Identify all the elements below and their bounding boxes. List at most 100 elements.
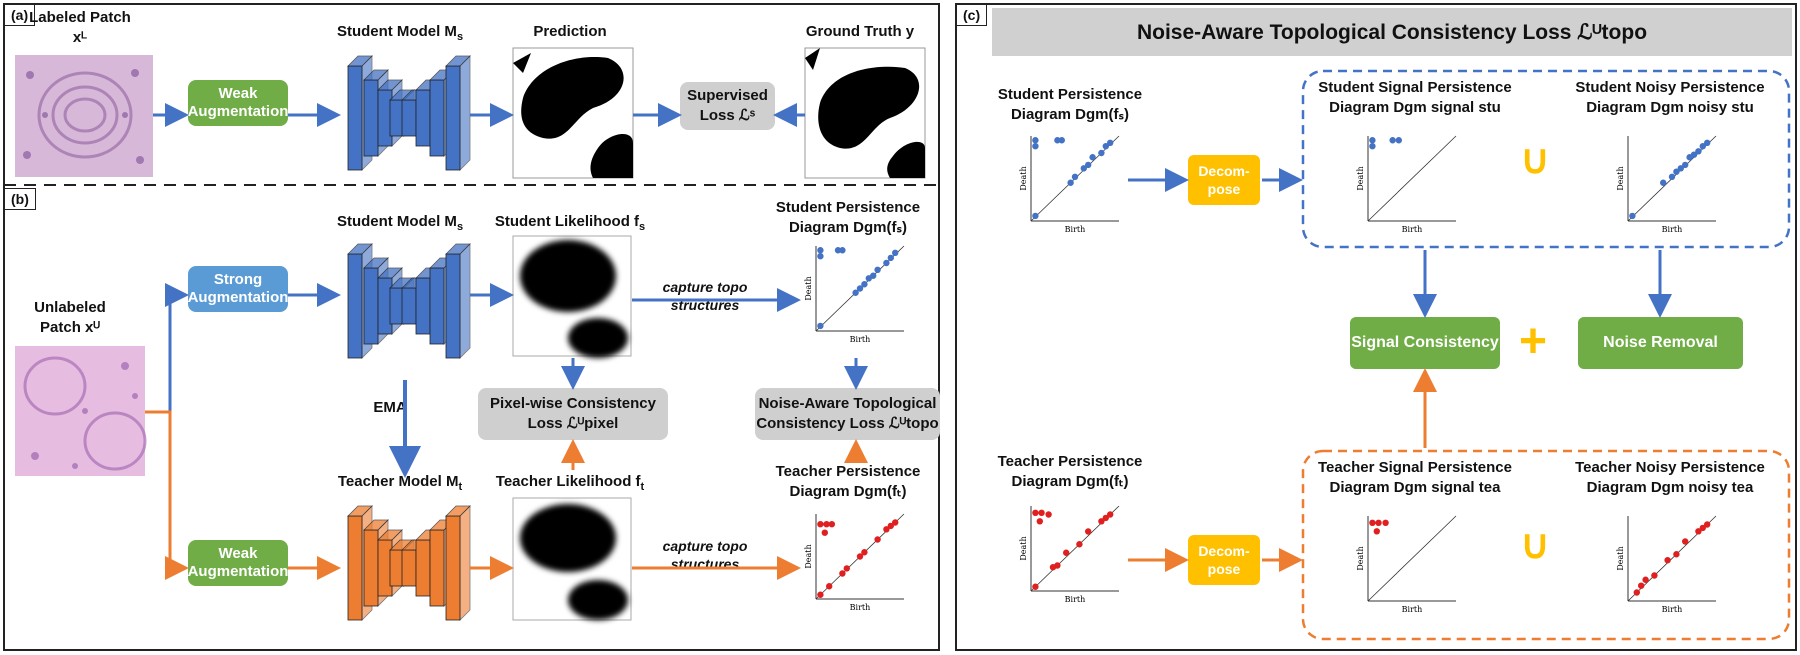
pd-point — [1677, 165, 1684, 172]
unlabeled-patch-image — [15, 346, 147, 476]
pd-point — [1638, 582, 1645, 589]
x-axis-label: Birth — [1662, 225, 1683, 234]
pd-point — [883, 526, 890, 533]
decompose-button-bottom[interactable]: Decom- pose — [1188, 535, 1260, 585]
pd-point — [1102, 514, 1109, 522]
x-axis-label: Birth — [850, 603, 871, 612]
pd-point — [817, 591, 824, 598]
noise-removal-box: Noise Removal — [1578, 317, 1743, 369]
pd-point — [1032, 509, 1039, 516]
ground-truth-mask — [804, 47, 926, 179]
pd-point — [1063, 549, 1070, 556]
pd-point — [1032, 137, 1039, 144]
pd-point — [1395, 137, 1402, 144]
pd-point — [1085, 528, 1092, 535]
y-axis-label: Death — [1356, 166, 1365, 190]
pd-point — [1038, 509, 1045, 516]
student-pd-plot-b: Birth Death — [804, 245, 905, 344]
decompose-button-top[interactable]: Decom- pose — [1188, 155, 1260, 205]
y-axis-label: Death — [1616, 546, 1625, 570]
pd-point — [1690, 151, 1698, 158]
student-network-a — [347, 55, 471, 171]
x-axis-label: Birth — [1662, 605, 1683, 614]
pd-point — [1036, 518, 1043, 525]
pd-point — [1107, 139, 1114, 146]
pd-point — [839, 247, 846, 254]
pd-point — [1389, 137, 1396, 144]
pd-point — [1045, 511, 1052, 518]
pd-point — [861, 549, 868, 556]
pd-point — [1382, 519, 1389, 526]
pd-point — [883, 259, 890, 267]
pd-point — [823, 521, 830, 528]
strong-augmentation-button[interactable]: Strong Augmentation — [188, 266, 288, 312]
ema-label: EMA — [373, 399, 407, 416]
pd-point — [1032, 143, 1039, 150]
y-axis-label: Death — [1019, 536, 1028, 560]
teacher-likelihood-map — [512, 497, 632, 621]
pd-point — [821, 529, 828, 536]
student-network-b — [347, 243, 471, 359]
pd-point — [817, 247, 824, 254]
arrow-b-split-orange — [145, 410, 189, 580]
pd-point — [870, 272, 877, 279]
pd-point — [856, 285, 864, 292]
plus-icon: + — [1518, 315, 1548, 368]
panel-a-tag: (a) — [5, 5, 36, 26]
weak-augmentation-button-b[interactable]: Weak Augmentation — [188, 540, 288, 586]
pd-point — [892, 519, 899, 526]
pd-point — [1629, 212, 1636, 220]
prediction-label: Prediction — [533, 23, 607, 40]
pd-point — [1369, 143, 1376, 150]
pd-point — [1098, 518, 1105, 525]
pd-point — [839, 570, 846, 577]
pd-point — [1076, 541, 1083, 548]
panel-divider — [4, 184, 939, 186]
pd-point — [1682, 161, 1689, 169]
y-axis-label: Death — [804, 276, 813, 300]
network-layer — [445, 505, 471, 621]
pd-point — [1058, 137, 1065, 144]
pd-point — [817, 521, 824, 528]
student-likelihood-map — [512, 235, 632, 358]
pd-point — [1107, 511, 1114, 518]
pd-point — [1633, 589, 1640, 596]
pd-point — [1089, 154, 1096, 161]
panel-c-title: Noise-Aware Topological Consistency Loss… — [992, 8, 1792, 56]
teacher-dashed-box — [1301, 449, 1791, 641]
x-axis-label: Birth — [850, 335, 871, 344]
pd-point — [1699, 524, 1706, 532]
pd-point — [1673, 168, 1680, 175]
pd-point — [1668, 173, 1676, 180]
weak-augmentation-button-a[interactable]: Weak Augmentation — [188, 80, 288, 126]
pd-point — [1102, 143, 1109, 150]
pd-point — [1032, 583, 1039, 590]
pd-point — [1054, 562, 1061, 569]
pd-point — [1682, 538, 1689, 545]
pd-point — [874, 266, 881, 273]
labeled-patch-image — [15, 55, 153, 177]
pd-point — [1651, 572, 1658, 579]
labeled-patch-label: Labeled Patch xᴸ — [29, 9, 131, 46]
prediction-mask — [512, 47, 634, 179]
pd-point — [826, 583, 833, 590]
student-dashed-box — [1301, 69, 1791, 249]
diagonal — [1367, 135, 1457, 222]
signal-consistency-box: Signal Consistency — [1350, 317, 1500, 369]
pd-point — [1032, 212, 1039, 220]
pd-point — [1673, 551, 1680, 558]
pd-point — [1054, 137, 1061, 144]
pd-point — [817, 322, 824, 330]
pd-point — [874, 536, 881, 543]
